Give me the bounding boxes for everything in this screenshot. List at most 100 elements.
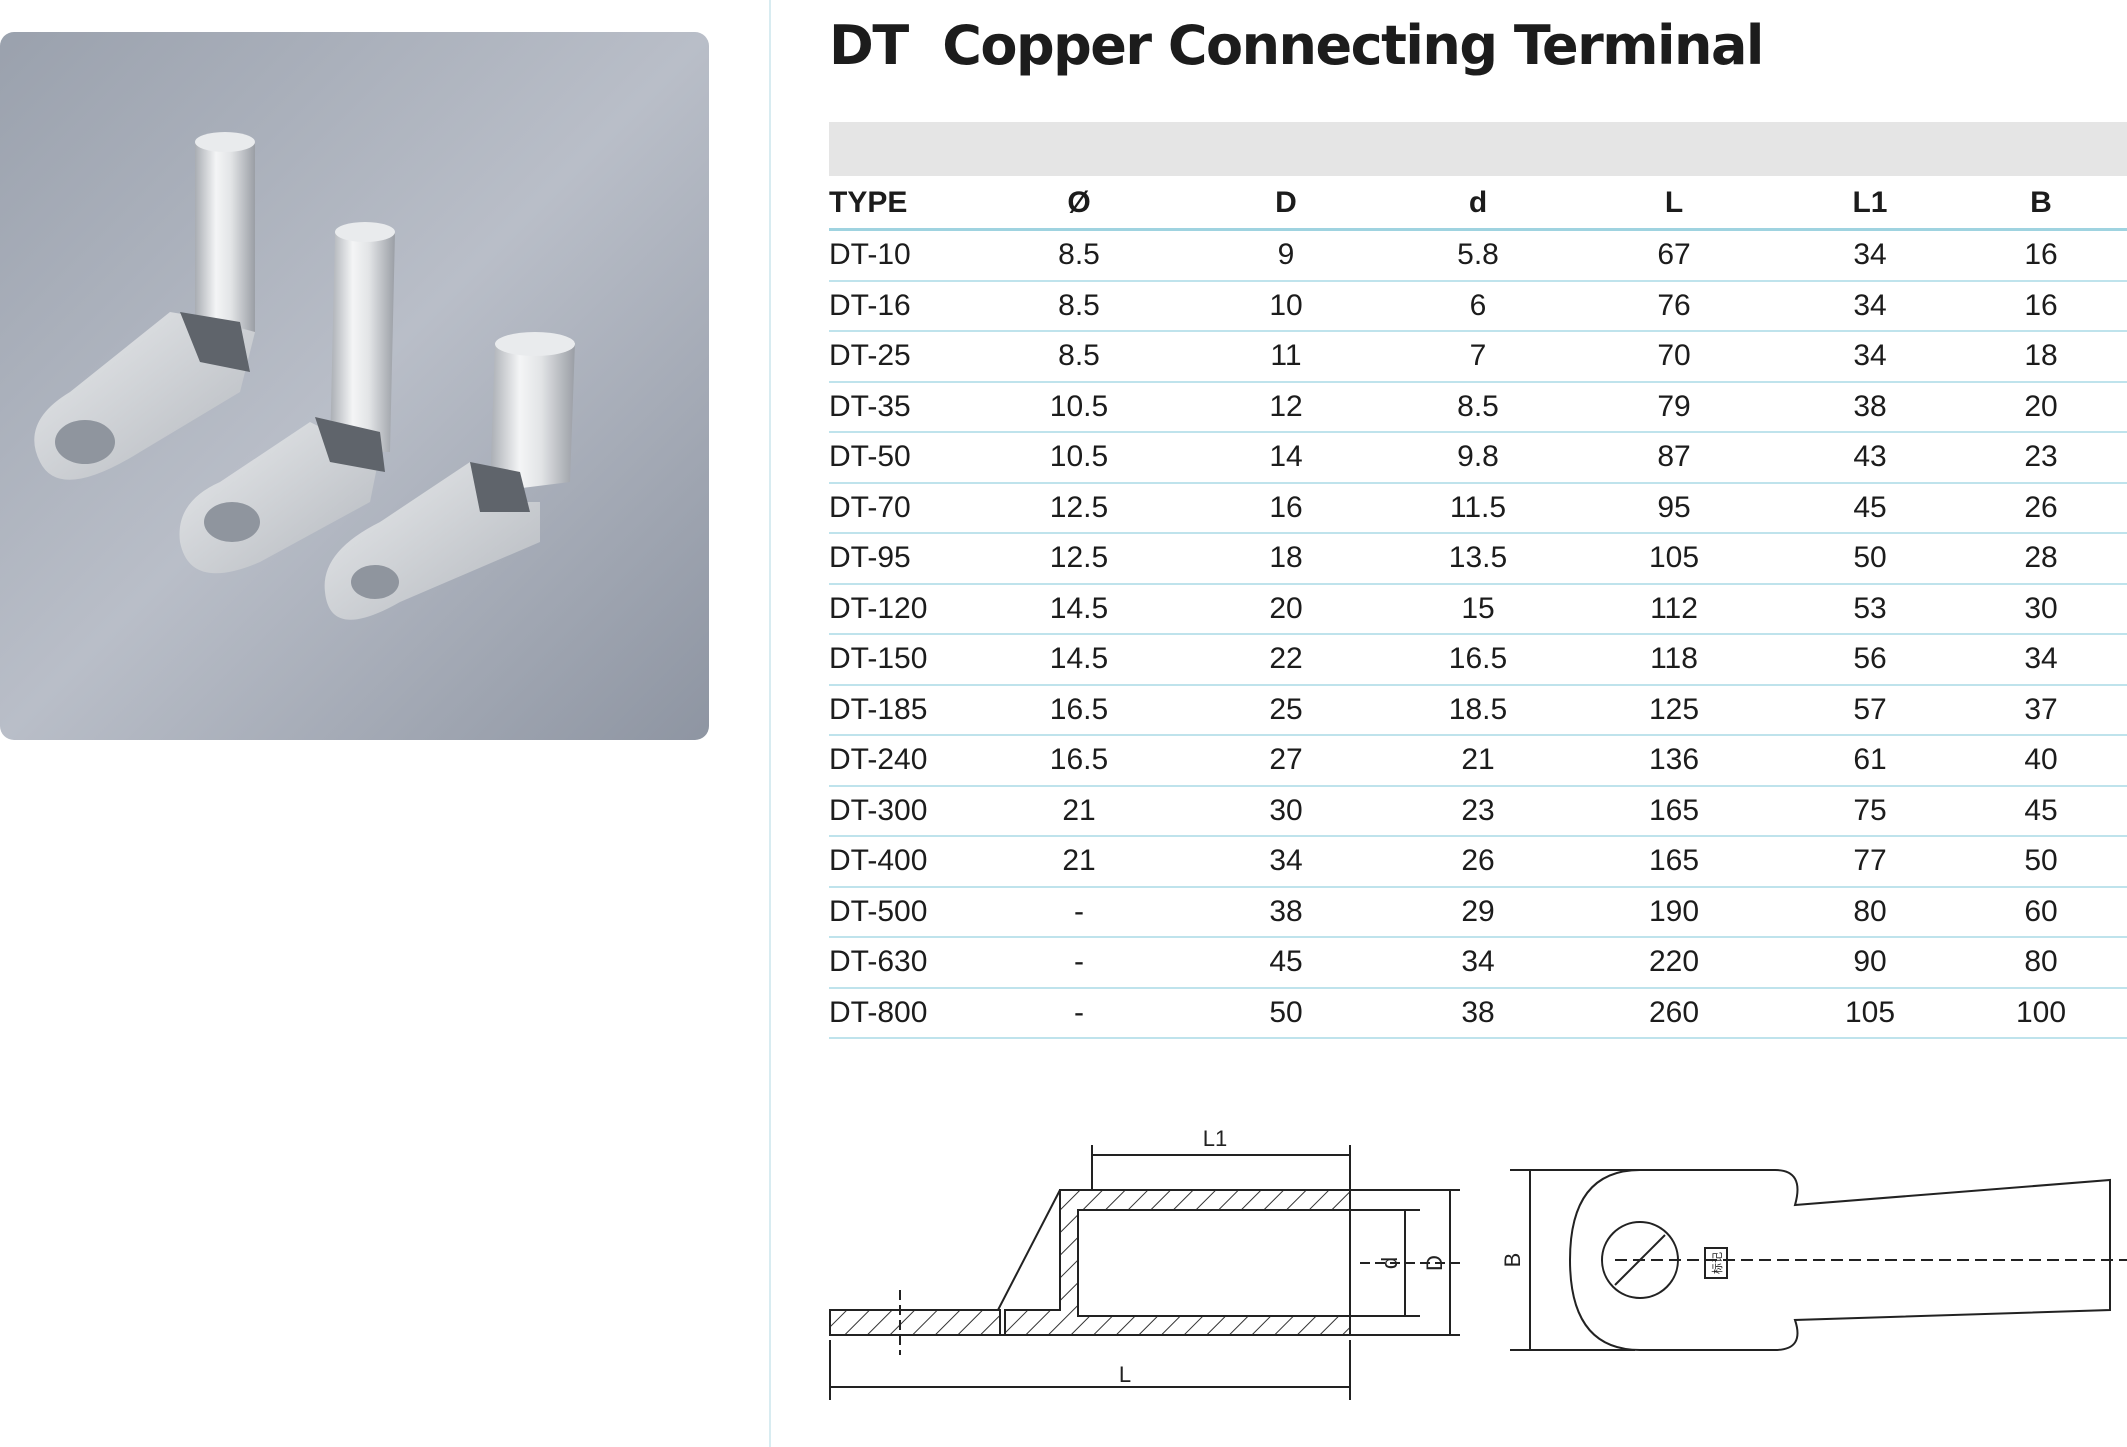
cell-hole-diameter: 14.5 [979,583,1179,635]
cell-D: 20 [1179,583,1393,635]
cell-d: 18.5 [1393,684,1563,736]
cell-L1: 34 [1785,280,1955,332]
cell-B: 20 [1955,381,2127,433]
cell-hole-diameter: 14.5 [979,634,1179,686]
cell-d: 34 [1393,937,1563,989]
cell-D: 30 [1179,785,1393,837]
cell-L: 67 [1563,229,1785,282]
dim-D-label: D [1422,1255,1447,1271]
cell-d: 11.5 [1393,482,1563,534]
col-d-header: d [1393,178,1563,231]
cell-B: 45 [1955,785,2127,837]
cell-L1: 53 [1785,583,1955,635]
cell-L: 165 [1563,836,1785,888]
cell-d: 5.8 [1393,229,1563,282]
cell-L: 220 [1563,937,1785,989]
cell-B: 18 [1955,331,2127,383]
cell-type: DT-35 [829,381,979,433]
cell-hole-diameter: 12.5 [979,533,1179,585]
cell-L: 105 [1563,533,1785,585]
cell-L1: 56 [1785,634,1955,686]
cell-D: 45 [1179,937,1393,989]
col-type-header: TYPE [829,178,979,231]
cell-L: 118 [1563,634,1785,686]
cell-d: 6 [1393,280,1563,332]
cell-L: 76 [1563,280,1785,332]
cell-L: 190 [1563,886,1785,938]
cell-D: 9 [1179,229,1393,282]
cell-hole-diameter: 8.5 [979,280,1179,332]
cell-hole-diameter: - [979,987,1179,1039]
cell-L1: 34 [1785,229,1955,282]
cell-D: 12 [1179,381,1393,433]
cell-L1: 43 [1785,432,1955,484]
cell-type: DT-50 [829,432,979,484]
cell-d: 8.5 [1393,381,1563,433]
mark-label: 标记 [1710,1252,1724,1274]
cell-d: 13.5 [1393,533,1563,585]
cell-L1: 75 [1785,785,1955,837]
cell-type: DT-120 [829,583,979,635]
cell-D: 18 [1179,533,1393,585]
cell-D: 27 [1179,735,1393,787]
cell-type: DT-185 [829,684,979,736]
cell-L: 136 [1563,735,1785,787]
cell-type: DT-800 [829,987,979,1039]
cell-L1: 77 [1785,836,1955,888]
cell-L1: 105 [1785,987,1955,1039]
col-L1-header: L1 [1785,178,1955,231]
cell-L: 125 [1563,684,1785,736]
vertical-divider [769,0,771,1447]
cell-hole-diameter: 16.5 [979,684,1179,736]
cell-D: 34 [1179,836,1393,888]
cell-D: 11 [1179,331,1393,383]
cell-B: 40 [1955,735,2127,787]
cell-B: 80 [1955,937,2127,989]
cell-hole-diameter: 10.5 [979,432,1179,484]
cell-L1: 57 [1785,684,1955,736]
cell-B: 16 [1955,280,2127,332]
cell-d: 23 [1393,785,1563,837]
cell-B: 60 [1955,886,2127,938]
cell-d: 26 [1393,836,1563,888]
cell-hole-diameter: - [979,886,1179,938]
col-B-header: B [1955,178,2127,231]
cell-type: DT-240 [829,735,979,787]
cell-L1: 45 [1785,482,1955,534]
cell-L1: 50 [1785,533,1955,585]
cell-hole-diameter: 16.5 [979,735,1179,787]
cell-B: 30 [1955,583,2127,635]
cell-B: 28 [1955,533,2127,585]
dim-B-label: B [1500,1253,1525,1268]
dimension-drawing: L1 L d D B 标记 [829,1126,2127,1400]
cell-D: 25 [1179,684,1393,736]
dim-L1-label: L1 [1203,1126,1227,1151]
cell-type: DT-10 [829,229,979,282]
cell-L1: 80 [1785,886,1955,938]
cell-D: 50 [1179,987,1393,1039]
cell-hole-diameter: 10.5 [979,381,1179,433]
cell-D: 14 [1179,432,1393,484]
cell-D: 22 [1179,634,1393,686]
col-L-header: L [1563,178,1785,231]
cell-type: DT-150 [829,634,979,686]
cell-hole-diameter: 21 [979,836,1179,888]
cell-type: DT-70 [829,482,979,534]
cell-D: 16 [1179,482,1393,534]
cell-D: 10 [1179,280,1393,332]
cell-L: 95 [1563,482,1785,534]
cell-d: 16.5 [1393,634,1563,686]
cell-type: DT-16 [829,280,979,332]
cell-B: 100 [1955,987,2127,1039]
cell-d: 38 [1393,987,1563,1039]
